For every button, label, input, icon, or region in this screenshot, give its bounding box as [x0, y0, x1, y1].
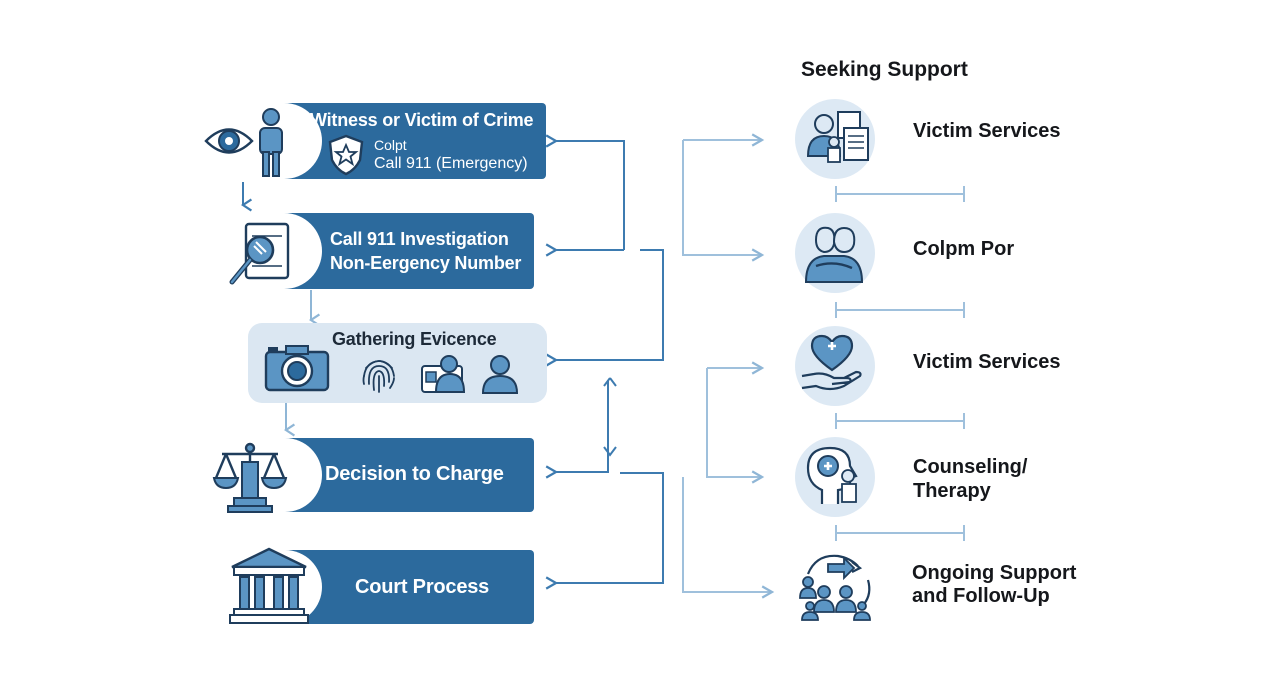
- branch-bottom: [682, 477, 775, 599]
- stage-title: Court Process: [355, 576, 490, 598]
- branch-top: [682, 140, 765, 262]
- support-label: Ongoing Support: [912, 562, 1077, 584]
- support-label: Victim Services: [913, 351, 1061, 373]
- support-label: Victim Services: [913, 120, 1061, 142]
- stage-title-line-2: Non-Eergency Number: [330, 253, 522, 273]
- eye-icon: [204, 128, 254, 154]
- branch-middle: [706, 368, 765, 484]
- stage-title: Decision to Charge: [325, 463, 504, 485]
- down-arrow-mid: [603, 446, 617, 457]
- support-label: Counseling/: [913, 456, 1028, 478]
- id-card-icon: [421, 355, 466, 393]
- person-icon: [259, 108, 283, 177]
- stage-witness-or-victim: Witness or Victim of Crime Colpt Call 91…: [206, 103, 546, 179]
- stage-subtitle: Colpt: [374, 137, 407, 153]
- camera-icon: [264, 345, 330, 392]
- courthouse-icon: [229, 547, 309, 624]
- support-label: Colpm Por: [913, 238, 1015, 260]
- stage-investigation: Call 911 Investigation Non-Eergency Numb…: [206, 213, 534, 289]
- return-arrow-1: [545, 134, 625, 250]
- hug-icon: [804, 226, 864, 283]
- return-arrow-3: [545, 249, 664, 367]
- head-medical-icon: [806, 446, 858, 504]
- support-label-line-2: and Follow-Up: [912, 585, 1050, 607]
- stage-title: Gathering Evicence: [332, 329, 497, 349]
- stage-title: Call 911 Investigation: [330, 229, 509, 249]
- heart-hand-icon: [801, 334, 862, 391]
- stage-decision-to-charge: Decision to Charge: [206, 438, 534, 512]
- scales-of-justice-icon: [212, 442, 288, 513]
- magnifier-document-icon: [229, 222, 290, 285]
- support-label-line-2: Therapy: [913, 480, 991, 502]
- return-arrow-5: [545, 472, 664, 590]
- stage-title: Witness or Victim of Crime: [310, 110, 534, 130]
- return-arrow-4: [545, 380, 609, 479]
- group-cycle-icon: [799, 554, 871, 621]
- victim-services-icon: [806, 111, 869, 163]
- fingerprint-icon: [362, 360, 395, 393]
- person-icon: [481, 355, 519, 394]
- support-heading: Seeking Support: [801, 58, 968, 81]
- up-arrow: [603, 377, 617, 387]
- stage-subtitle: Call 911 (Emergency): [374, 155, 528, 172]
- police-badge-icon: [328, 134, 364, 176]
